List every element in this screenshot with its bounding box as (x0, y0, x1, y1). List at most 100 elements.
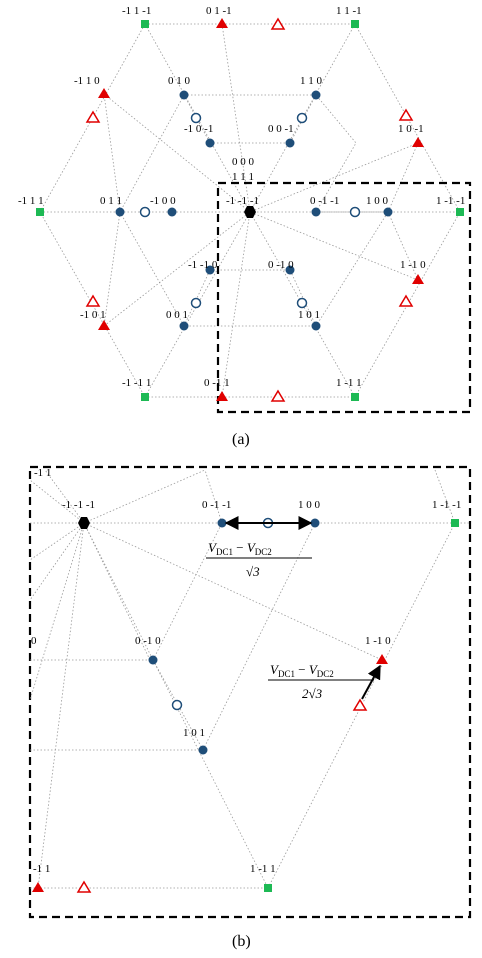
label: -1 -1 1 (122, 377, 151, 389)
vertex-blue-filled (383, 207, 393, 217)
vertex-green (351, 393, 359, 401)
vertex-red-open (76, 880, 92, 893)
vertex-green (451, 519, 459, 527)
vertex-green (36, 208, 44, 216)
label: 1 0 0 (298, 499, 321, 511)
svg-text:√3: √3 (246, 564, 260, 579)
center-zero-vector (244, 206, 256, 218)
label: 1 -1 0 (365, 635, 391, 647)
label: -1 -1 -1 (226, 195, 259, 207)
arrow-single (361, 664, 381, 700)
vertex-red-filled (32, 882, 44, 892)
vertex-blue-open (296, 112, 308, 124)
label: -1 0 0 (150, 195, 176, 207)
vertex-red-open (85, 110, 101, 123)
panel-a-labels: -1 1 -1 0 1 -1 1 1 -1 -1 1 0 0 1 0 1 1 0… (18, 5, 465, 389)
vertex-blue-filled (205, 138, 215, 148)
vertex-blue-filled (167, 207, 177, 217)
vertex-blue-open (139, 206, 151, 218)
label: 0 -1 -1 (310, 195, 339, 207)
vertex-red-open (398, 294, 414, 307)
label: -1 1 (33, 863, 50, 875)
vertex-blue-filled (205, 265, 215, 275)
vertex-blue-filled (179, 90, 189, 100)
vertex-red-filled (98, 88, 110, 98)
svg-text:2√3: 2√3 (302, 686, 323, 701)
zoom-box (28, 465, 472, 919)
label: 1 -1 -1 (436, 195, 465, 207)
label: -1 -1 -1 (62, 499, 95, 511)
formula-delta-long: VDC1 − VDC2 √3 (206, 540, 312, 579)
vertex-blue-filled (311, 207, 321, 217)
label: -1 1 1 (18, 195, 44, 207)
vertex-green (456, 208, 464, 216)
caption-a: (a) (232, 431, 250, 448)
label: 1 -1 -1 (432, 499, 461, 511)
label: 1 0 -1 (398, 123, 424, 135)
vertex-blue-open (296, 297, 308, 309)
panel-b: -1 1 -1 -1 -1 0 -1 -1 1 0 0 1 -1 -1 0 0 … (28, 465, 472, 950)
svg-text:VDC1 − VDC2: VDC1 − VDC2 (208, 540, 272, 557)
vertex-red-open (85, 294, 101, 307)
label: 1 1 -1 (336, 5, 362, 17)
vertex-green (264, 884, 272, 892)
vertex-red-filled (412, 137, 424, 147)
vertex-blue-open (349, 206, 361, 218)
caption-b: (b) (232, 933, 251, 950)
label: 0 -1 -1 (202, 499, 231, 511)
vertex-red-open (270, 17, 286, 30)
vertex-red-filled (216, 18, 228, 28)
label: 1 1 0 (300, 75, 323, 87)
vertex-red-filled (216, 391, 228, 401)
vertex-blue-filled (310, 518, 320, 528)
label: 1 -1 1 (336, 377, 362, 389)
vertex-blue-filled (311, 321, 321, 331)
vertex-blue-filled (311, 90, 321, 100)
vertex-blue-filled (198, 745, 208, 755)
selection-box (216, 181, 472, 414)
label: -1 1 -1 (122, 5, 151, 17)
vertex-green (141, 20, 149, 28)
vertex-blue-filled (148, 655, 158, 665)
vertex-blue-open (171, 699, 183, 711)
vertex-green (351, 20, 359, 28)
vertex-red-filled (376, 654, 388, 664)
formula-delta-short: VDC1 − VDC2 2√3 (268, 662, 374, 701)
panel-b-grid (29, 469, 470, 889)
label: -1 -1 0 (188, 259, 218, 271)
label: 1 0 1 (298, 309, 320, 321)
vertex-blue-filled (285, 265, 295, 275)
vertex-green (141, 393, 149, 401)
vertex-red-open (352, 698, 368, 711)
label: 0 1 1 (100, 195, 122, 207)
vertex-blue-open (190, 112, 202, 124)
vertex-red-filled (98, 320, 110, 330)
panel-a: -1 1 -1 0 1 -1 1 1 -1 -1 1 0 0 1 0 1 1 0… (18, 5, 472, 448)
panel-a-vertices (36, 17, 464, 402)
label: -1 0 -1 (184, 123, 213, 135)
vertex-red-open (398, 108, 414, 121)
label: -1 0 1 (80, 309, 106, 321)
panel-b-labels: -1 1 -1 -1 -1 0 -1 -1 1 0 0 1 -1 -1 0 0 … (31, 467, 461, 875)
label: 1 0 1 (183, 727, 205, 739)
label: 0 0 1 (166, 309, 188, 321)
label: 0 -1 1 (204, 377, 230, 389)
vertex-blue-filled (285, 138, 295, 148)
label: 1 1 1 (232, 171, 254, 183)
label: 1 0 0 (366, 195, 389, 207)
label: 0 0 0 (232, 156, 255, 168)
svg-text:VDC1 − VDC2: VDC1 − VDC2 (270, 662, 334, 679)
center-zero-vector (78, 517, 90, 529)
label: 0 -1 0 (268, 259, 294, 271)
vertex-blue-open (190, 297, 202, 309)
vertex-red-filled (412, 274, 424, 284)
vertex-red-open (270, 389, 286, 402)
label: -1 1 0 (74, 75, 100, 87)
label: 0 0 -1 (268, 123, 294, 135)
label: 1 -1 1 (250, 863, 276, 875)
vertex-blue-filled (217, 518, 227, 528)
vertex-blue-filled (179, 321, 189, 331)
label: 0 (31, 635, 37, 647)
label: 1 -1 0 (400, 259, 426, 271)
